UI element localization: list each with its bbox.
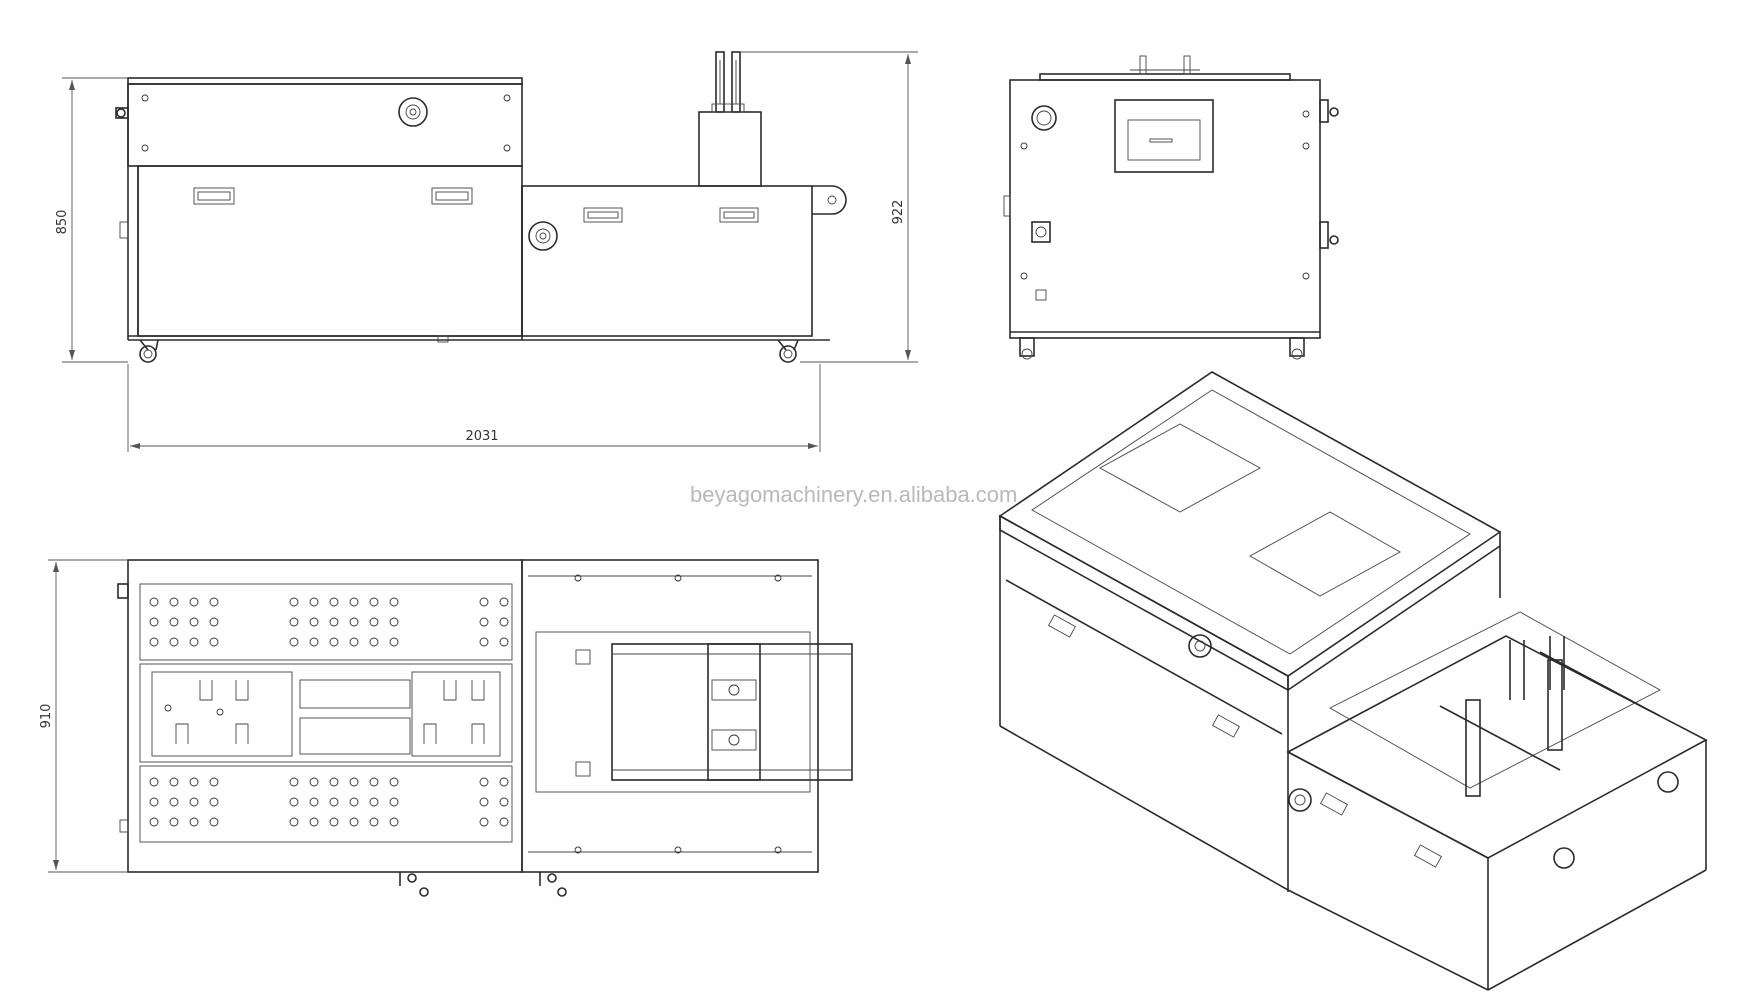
side-view — [1003, 55, 1339, 360]
dimension-height-conveyor: 922 — [891, 200, 906, 225]
dimension-length: 2031 — [465, 429, 498, 444]
dimension-height-front: 850 — [55, 210, 70, 235]
front-view: 850 922 2031 — [55, 51, 918, 452]
top-view: 910 — [39, 559, 853, 897]
watermark: beyagomachinery.en.alibaba.com — [690, 482, 1017, 507]
caster-wheel-icon — [139, 339, 159, 363]
lever-icon — [399, 872, 429, 897]
dimension-width: 910 — [39, 704, 54, 729]
vacuum-holes-top — [149, 597, 509, 647]
handwheel-icon — [398, 97, 428, 127]
lever-icon — [1319, 99, 1339, 123]
handwheel-icon — [528, 221, 558, 251]
lever-icon — [1319, 221, 1339, 249]
caster-wheel-icon — [777, 339, 799, 363]
isometric-view — [998, 371, 1708, 991]
touch-screen-panel — [1114, 99, 1214, 173]
vacuum-holes-bottom — [149, 777, 509, 827]
lever-icon — [539, 872, 567, 897]
